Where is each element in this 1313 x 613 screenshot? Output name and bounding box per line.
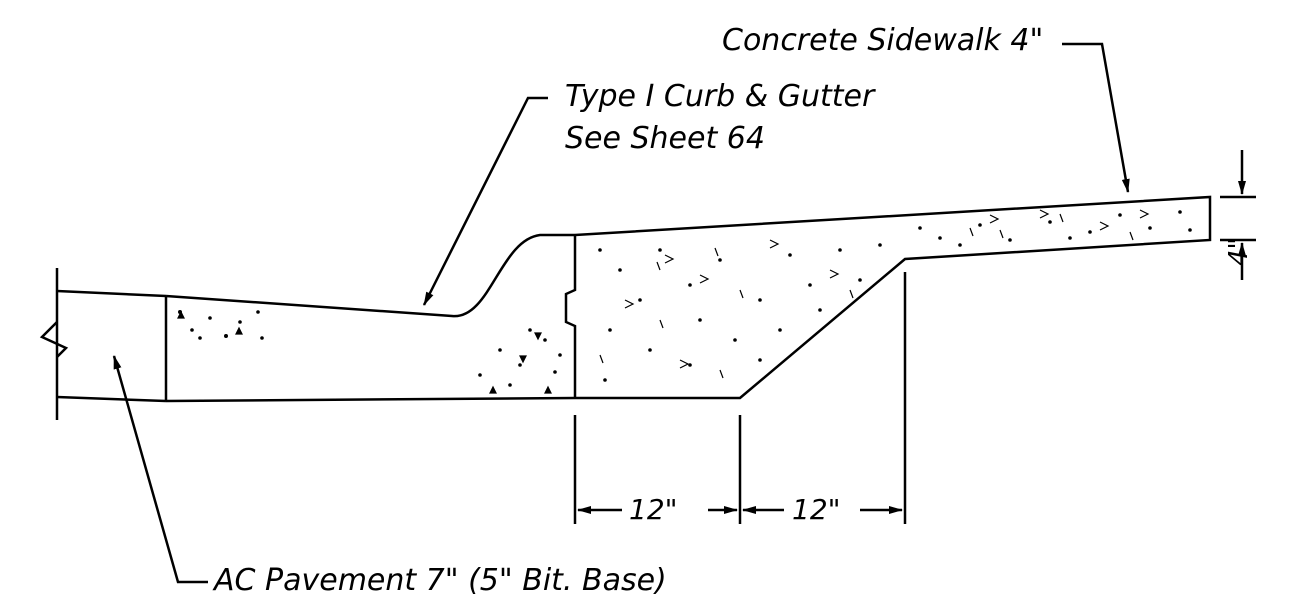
- thickness-dimension-lines: [1220, 150, 1256, 280]
- curb-gutter-label: Type I Curb & Gutter: [565, 79, 875, 114]
- sidewalk-section: [575, 197, 1210, 398]
- dimension-4in-thickness: 4": [1224, 237, 1254, 266]
- ac-pavement-section: [42, 268, 166, 420]
- dimension-12in-left: 12": [627, 493, 680, 526]
- sidewalk-label: Concrete Sidewalk 4": [722, 23, 1044, 58]
- curb-sheet-reference: See Sheet 64: [565, 121, 765, 156]
- curb-gutter-section: [166, 235, 575, 401]
- concrete-stipple: [178, 210, 1192, 393]
- ac-pavement-label: AC Pavement 7" (5" Bit. Base): [214, 563, 667, 598]
- dimension-12in-right: 12": [790, 493, 843, 526]
- width-dimension-lines: [575, 272, 905, 524]
- leader-lines: [114, 44, 1130, 582]
